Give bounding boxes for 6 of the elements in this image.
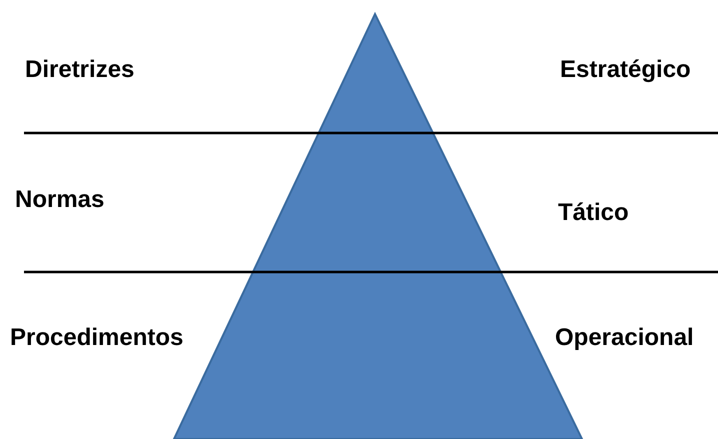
level-label: Normas bbox=[15, 186, 104, 214]
tier-label: Tático bbox=[558, 199, 629, 227]
tier-label: Estratégico bbox=[560, 56, 691, 84]
level-label: Diretrizes bbox=[25, 56, 134, 84]
tier-label: Operacional bbox=[555, 324, 694, 352]
level-label: Procedimentos bbox=[10, 324, 184, 352]
